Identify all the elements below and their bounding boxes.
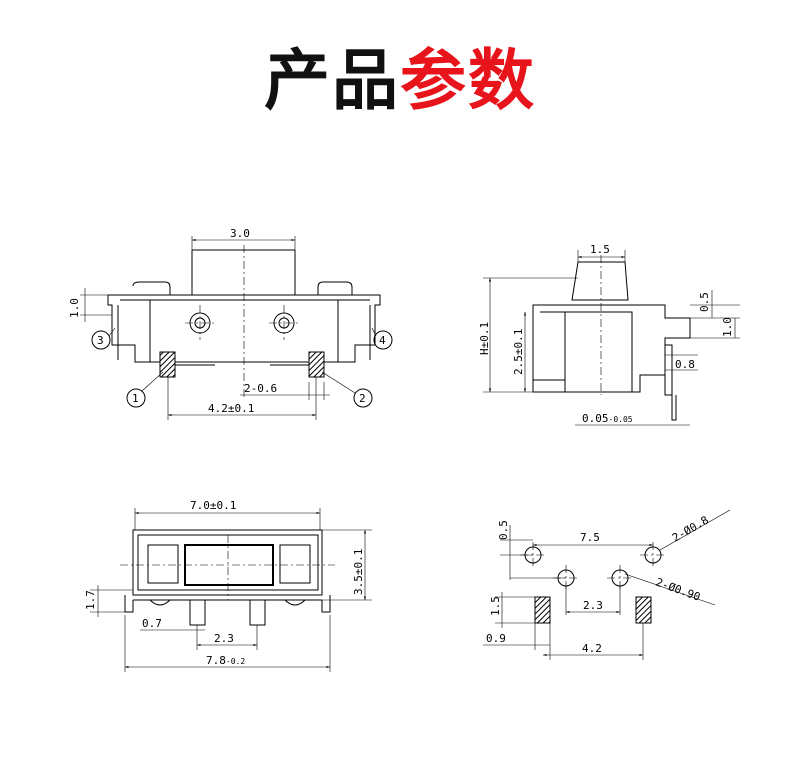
top-dim-total-value: 7.8: [206, 654, 226, 667]
top-dim-pitch: 2.3: [214, 632, 234, 645]
side-dim-right-low: 0.8: [675, 358, 695, 371]
pcb-dim-hole-big: 2-Ø0.8: [670, 513, 711, 544]
pcb-dim-pitch: 2.3: [583, 599, 603, 612]
front-dim-left: 1.0: [68, 298, 81, 318]
side-dim-body: 2.5±0.1: [512, 329, 525, 375]
callout-1: 1: [132, 392, 139, 405]
top-dim-leg: 0.7: [142, 617, 162, 630]
pcb-dim-pad-w: 0.9: [486, 632, 506, 645]
pcb-dim-hole-small: 2-Ø0.90: [654, 576, 702, 604]
top-dim-total-tol: -0.2: [226, 657, 245, 666]
pcb-dim-pad-h: 1.5: [489, 596, 502, 616]
title-part-black: 产品: [264, 42, 400, 119]
front-dim-pin-gap: 2-0.6: [244, 382, 277, 395]
front-dim-pin-span: 4.2±0.1: [208, 402, 254, 415]
side-dim-bottom-tol: -0.05: [609, 415, 633, 424]
callout-3: 3: [97, 334, 104, 347]
pcb-view: 0.5 7.5 2-Ø0.8 2-Ø0.90 2.3 1.5 0.9 4.2: [483, 509, 731, 660]
pcb-dim-pad-span: 4.2: [582, 642, 602, 655]
top-dim-width: 7.0±0.1: [190, 499, 236, 512]
pcb-dim-span: 7.5: [580, 531, 600, 544]
side-dim-right-top: 0.5: [698, 292, 711, 312]
side-dim-bottom-value: 0.05: [582, 412, 609, 425]
front-dim-top: 3.0: [230, 227, 250, 240]
page-title: 产品参数: [0, 48, 800, 114]
top-view: 7.0±0.1 3.5±0.1 1.7 0.7 2.3 7.8-0.2: [84, 499, 372, 672]
side-dim-top: 1.5: [590, 243, 610, 256]
side-dim-bottom: 0.05-0.05: [582, 412, 633, 425]
pcb-dim-top-left: 0.5: [497, 520, 510, 540]
side-view: 1.5 H±0.1 2.5±0.1 0.5 1.0 0.8 0.05-0.05: [478, 243, 740, 426]
top-dim-height: 3.5±0.1: [352, 549, 365, 595]
side-dim-height: H±0.1: [478, 322, 491, 355]
title-part-red: 参数: [400, 42, 536, 119]
side-dim-right-mid: 1.0: [721, 317, 734, 337]
top-dim-total: 7.8-0.2: [206, 654, 245, 667]
top-dim-left: 1.7: [84, 590, 97, 610]
callout-4: 4: [379, 334, 386, 347]
front-view: 3.0 1.0 4.2±0.1 2-0.6 1: [68, 227, 393, 420]
callout-2: 2: [359, 392, 366, 405]
